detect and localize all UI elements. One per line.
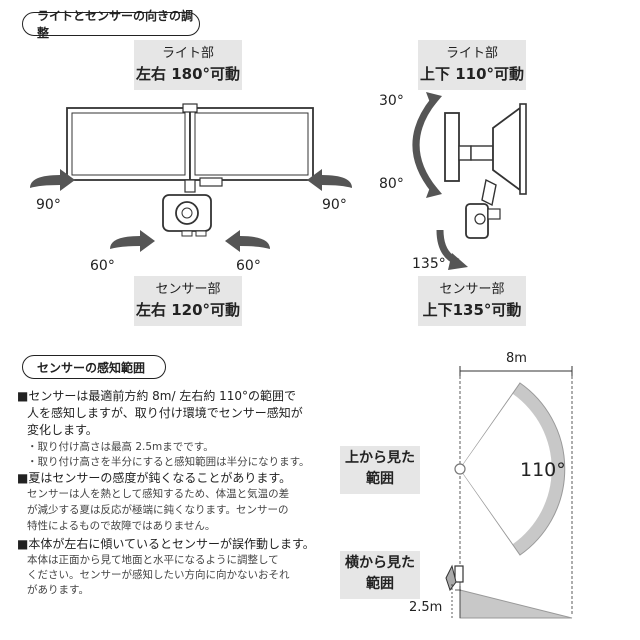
angle-left-inner: 60° — [90, 258, 115, 274]
range-p3-line2: ください。センサーが感知したい方向に向かないおそれ — [27, 569, 290, 581]
range-p2-line3: 特性によるもので故障ではありません。 — [27, 520, 216, 532]
label-sensor-vertical-line1: センサー部 — [439, 282, 505, 297]
range-p1-line2: 人を感知しますが、取り付け環境でセンサー感知が — [27, 406, 303, 420]
label-light-vertical: ライト部 上下 110°可動 — [418, 40, 526, 90]
side-view-label-line2: 範囲 — [366, 576, 394, 592]
angle-up: 30° — [379, 93, 404, 109]
top-view-label-line1: 上から見た — [345, 450, 415, 466]
angle-left-outer: 90° — [36, 197, 61, 213]
tilt-arrow-sensor — [436, 229, 468, 270]
rotation-arrow-left-outer — [30, 169, 75, 191]
range-p1-line1: ■センサーは最適前方約 8m/ 左右約 110°の範囲で — [17, 389, 297, 403]
angle-down: 80° — [379, 176, 404, 192]
range-p2-line1: センサーは人を熱として感知するため、体温と気温の差 — [27, 488, 290, 500]
range-side-view — [445, 564, 573, 619]
label-sensor-vertical-line2: 上下135°可動 — [422, 301, 522, 319]
label-sensor-horizontal-line1: センサー部 — [155, 282, 221, 297]
side-view-label-line1: 横から見た — [345, 555, 415, 571]
label-sensor-vertical: センサー部 上下135°可動 — [418, 276, 526, 326]
angle-right-outer: 90° — [322, 197, 347, 213]
section-header-adjustment: ライトとセンサーの向きの調整 — [22, 9, 200, 40]
rotation-arrow-right-outer — [307, 169, 352, 191]
label-light-vertical-line1: ライト部 — [445, 46, 498, 61]
angle-label-110: 110° — [520, 459, 566, 481]
height-label: 2.5m — [409, 600, 443, 615]
range-p1-note2: ・取り付け高さを半分にすると感知範囲は半分になります。 — [27, 456, 310, 468]
rotation-arrow-right-inner — [225, 230, 270, 252]
label-sensor-horizontal-line2: 左右 120°可動 — [135, 301, 241, 319]
rotation-arrow-left-inner — [110, 230, 155, 252]
top-view-label: 上から見た 範囲 — [340, 446, 420, 494]
angle-sensor-down: 135° — [412, 256, 446, 272]
range-top-view — [454, 366, 573, 615]
range-p3-line1: 本体は正面から見て地面と水平になるように調整して — [27, 554, 279, 566]
light-unit-side — [444, 103, 527, 239]
light-unit-left — [66, 103, 314, 237]
range-p2-line2: が減少する夏は反応が極端に鈍くなります。センサーの — [27, 504, 289, 516]
tilt-arrow-light — [412, 92, 442, 198]
label-light-vertical-line2: 上下 110°可動 — [419, 65, 525, 83]
section-header-range-text: センサーの感知範囲 — [37, 360, 146, 375]
label-light-horizontal-line2: 左右 180°可動 — [135, 65, 241, 83]
side-view-label: 横から見た 範囲 — [340, 551, 420, 599]
range-p1-line3: 変化します。 — [27, 423, 98, 437]
label-light-horizontal: ライト部 左右 180°可動 — [134, 40, 242, 90]
label-light-horizontal-line1: ライト部 — [161, 46, 214, 61]
angle-right-inner: 60° — [236, 258, 261, 274]
top-view-label-line2: 範囲 — [366, 471, 394, 487]
range-p1-note1: ・取り付け高さは最高 2.5mまでです。 — [27, 441, 214, 453]
distance-label: 8m — [506, 351, 527, 366]
range-p3-title: ■本体が左右に傾いているとセンサーが誤作動します。 — [17, 537, 315, 551]
label-sensor-horizontal: センサー部 左右 120°可動 — [134, 276, 242, 326]
section-header-adjustment-text: ライトとセンサーの向きの調整 — [37, 9, 194, 40]
range-p3-line3: があります。 — [27, 584, 89, 596]
section-header-range: センサーの感知範囲 — [22, 355, 166, 379]
range-p2-title: ■夏はセンサーの感度が鈍くなることがあります。 — [17, 471, 292, 485]
